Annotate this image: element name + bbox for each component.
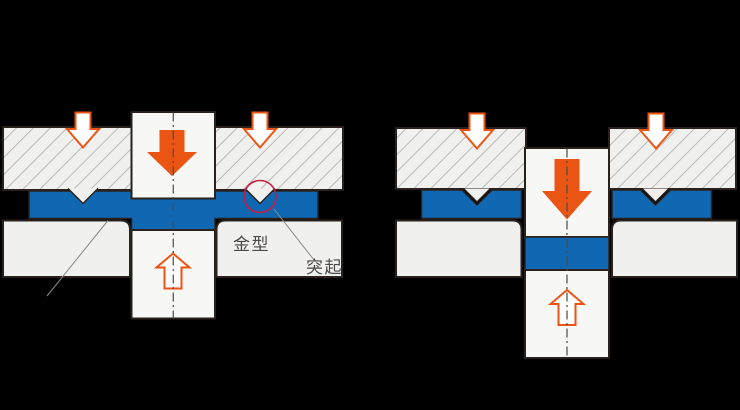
lower-die-left-block <box>2 219 131 278</box>
lower-die-right-block <box>215 219 343 278</box>
protrusion-label: 突起 <box>306 258 343 278</box>
workpiece-piece-right <box>611 189 713 220</box>
upper-die-left-block <box>395 127 527 190</box>
die-protrusion-left <box>67 187 99 205</box>
die-protrusion-right <box>641 187 670 204</box>
workpiece-leader-line <box>46 220 109 297</box>
die-protrusion-right <box>244 187 276 205</box>
die-label: 金型 <box>233 235 270 255</box>
hold-force-down-arrow-left-icon <box>458 112 496 151</box>
right-diagram <box>395 112 738 359</box>
upper-die-left-block <box>2 126 133 191</box>
lower-die-left-block <box>395 219 523 278</box>
upper-die-right-block <box>608 127 737 190</box>
protrusion-highlight-circle <box>243 179 277 214</box>
left-diagram: 金型 突起 <box>2 111 344 320</box>
die-protrusion-left <box>462 187 492 204</box>
upper-die-right-block <box>214 126 344 191</box>
press-force-down-arrow-icon <box>147 130 197 176</box>
hold-force-down-arrow-right-icon <box>637 112 675 151</box>
lower-die-right-block <box>611 219 738 278</box>
workpiece-piece-left <box>420 189 523 220</box>
hold-force-down-arrow-right-icon <box>241 111 279 150</box>
hold-force-down-arrow-left-icon <box>64 111 102 150</box>
protrusion-leader-line <box>273 208 315 261</box>
